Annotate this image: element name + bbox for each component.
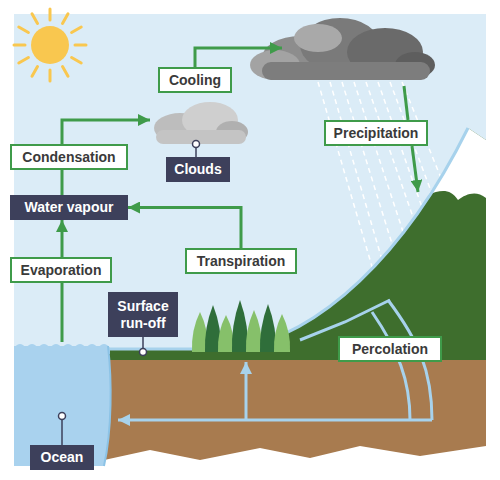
node-text: Transpiration (197, 253, 286, 270)
process-label: Evaporation (10, 257, 112, 283)
leader-dot (59, 413, 66, 420)
sun-ray (72, 27, 82, 33)
sky (14, 14, 486, 466)
cloud-base (156, 130, 246, 144)
precipitation-arrow (412, 146, 418, 192)
sun-ray (32, 14, 38, 24)
ocean-waves (14, 344, 110, 354)
cloud-puff (294, 24, 342, 52)
sun-ray (19, 27, 29, 33)
land-surface (108, 128, 468, 349)
cloud-base (262, 62, 430, 80)
tree (246, 310, 262, 352)
node-text: Water vapour (25, 199, 114, 216)
sun-ray (49, 9, 52, 20)
node-text: Precipitation (334, 125, 419, 142)
cloud-callout: Clouds (150, 104, 246, 182)
callout-label: Surface run-off (108, 292, 178, 337)
sun-ray (14, 44, 25, 47)
groundwater-arrow (245, 362, 248, 420)
cooling-arrow (195, 48, 282, 67)
snow-cap (428, 128, 486, 200)
sun-ray (49, 70, 52, 81)
node-text: Cooling (169, 72, 221, 89)
rain-streak (318, 82, 373, 270)
sun-ray (19, 58, 29, 64)
sun-ray (32, 67, 38, 77)
node-text: Condensation (22, 149, 115, 166)
mountain (108, 128, 486, 366)
leader-line (61, 416, 63, 445)
sun-ray (63, 14, 69, 24)
node-text: Ocean (41, 449, 84, 466)
sun-rays (14, 9, 86, 81)
tree (232, 300, 248, 352)
callout-label: Water vapour (10, 195, 128, 220)
tree (218, 315, 234, 352)
process-label: Transpiration (185, 248, 297, 274)
node-text: Surface run-off (112, 298, 174, 332)
rain-streak (354, 82, 409, 250)
process-label: Condensation (10, 144, 128, 170)
process-label: Cooling (158, 67, 232, 93)
groundwater-arrow (118, 419, 432, 422)
rain-streak (330, 82, 385, 270)
callout-label: Ocean (30, 445, 94, 470)
rain-streak (366, 82, 421, 240)
node-text: Clouds (166, 157, 229, 182)
sun-ray (72, 58, 82, 64)
leader-dot (140, 349, 147, 356)
groundwater-line (300, 300, 390, 340)
sun-ray (75, 44, 86, 47)
precipitation-arrow (404, 86, 408, 120)
leader-dot (193, 141, 200, 148)
groundwater-line (372, 312, 410, 420)
sun-ray (63, 67, 69, 77)
shoreline (104, 346, 111, 466)
tree (274, 314, 290, 352)
rain-streak (342, 82, 397, 260)
bedrock (14, 446, 486, 480)
trees (192, 300, 290, 352)
flow-arrow (128, 208, 241, 249)
flow-arrow (61, 220, 64, 257)
evaporation-arrow (61, 283, 64, 342)
node-text: Evaporation (21, 262, 102, 279)
sun (31, 26, 69, 64)
process-label: Precipitation (324, 120, 428, 146)
tree (260, 304, 276, 352)
node-text: Percolation (352, 341, 428, 358)
flow-arrow (62, 120, 150, 144)
white-cloud (154, 102, 248, 144)
flow-arrow (61, 170, 64, 195)
process-label: Percolation (338, 336, 442, 362)
